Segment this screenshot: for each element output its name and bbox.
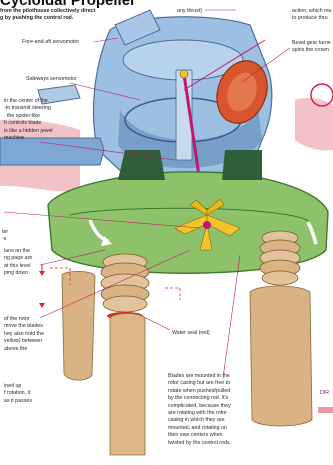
label-left-lower-2: of the rotor move the blades hey also ho… [4, 316, 44, 353]
label-spider: in the center of the -to transmit steeri… [4, 98, 53, 142]
water-region-right [295, 98, 333, 151]
label-top-center: any thrust) [177, 8, 202, 15]
label-sideways-servomotor: Sideways servomotor [26, 76, 77, 83]
label-fore-aft-servomotor: Fore-and-aft servomotor [22, 39, 79, 46]
label-water-seal: Water seal (red) [172, 330, 210, 337]
label-top-right: action, which mu to produce thru [292, 8, 331, 23]
label-dir: DIR [320, 390, 329, 397]
blade-hub-right [260, 231, 300, 285]
blade-hub-left [101, 254, 149, 312]
dark-gear-right [222, 150, 262, 180]
label-blades-note: Blades are mounted in the rotor casing b… [168, 373, 278, 447]
blade-center [110, 314, 145, 456]
pink-bar [318, 407, 333, 413]
blade-left [62, 271, 95, 380]
label-left-cut: ter -s [2, 229, 8, 244]
dark-gear-left [118, 150, 165, 180]
label-left-bottom: ined up f rotation, it as it passes [4, 383, 32, 405]
label-bevel-gear: Bevel gear turne spins the crown [292, 40, 331, 55]
label-left-lower-1: ians on the ng page are at this level pi… [4, 248, 32, 278]
